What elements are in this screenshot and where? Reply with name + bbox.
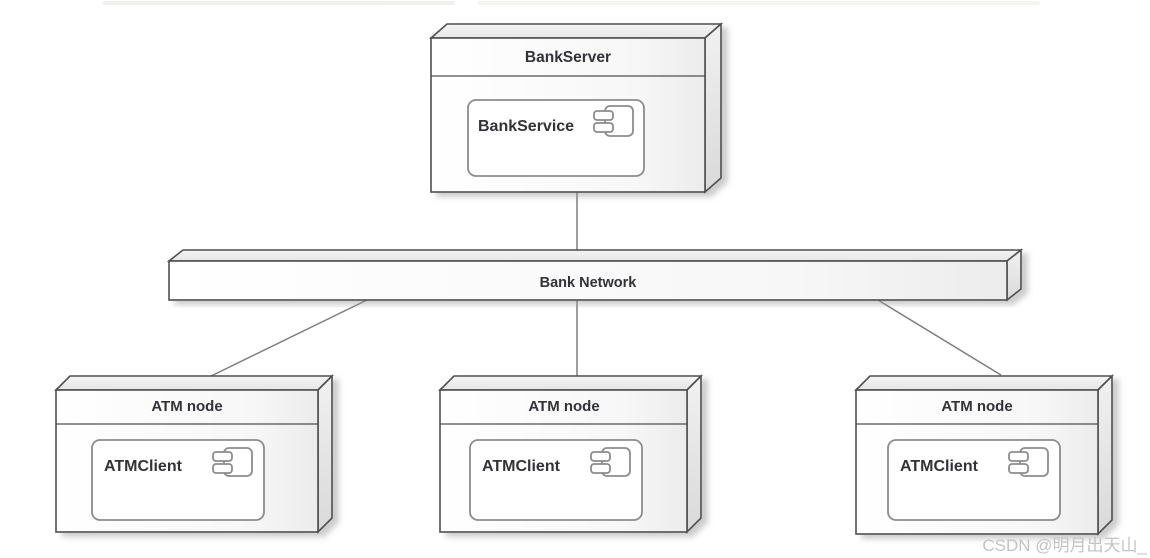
node-atm-left: ATM node ATMClient bbox=[54, 374, 334, 534]
bank-server-right-face bbox=[704, 22, 722, 194]
component-icon-tab bbox=[1008, 451, 1029, 462]
component-icon bbox=[590, 447, 631, 477]
component-icon-tab bbox=[1008, 463, 1029, 474]
bank-server-top-face bbox=[428, 23, 724, 39]
connections bbox=[206, 192, 1002, 379]
bank-network-top-face bbox=[166, 249, 1024, 262]
atm-middle-top-face bbox=[438, 375, 703, 391]
component-icon-tab bbox=[590, 451, 611, 462]
component-atm-client-left: ATMClient bbox=[91, 439, 265, 521]
bank-server-label: BankServer bbox=[525, 49, 611, 66]
atm-right-right-face bbox=[1097, 374, 1113, 536]
node-bank-network: Bank Network bbox=[166, 248, 1024, 302]
bank-network-front-face bbox=[168, 260, 1008, 301]
atm-middle-label: ATM node bbox=[528, 398, 599, 415]
atm-right-label: ATM node bbox=[941, 398, 1012, 415]
artifact-bar bbox=[103, 1, 455, 5]
component-icon-tab bbox=[212, 463, 233, 474]
component-atm-client-right: ATMClient bbox=[887, 439, 1061, 521]
component-icon bbox=[212, 447, 253, 477]
bank-service-label: BankService bbox=[478, 118, 574, 135]
artifact-bar bbox=[478, 1, 1040, 5]
component-icon-tab bbox=[593, 122, 614, 133]
atm-client-label: ATMClient bbox=[900, 458, 979, 475]
atm-left-label: ATM node bbox=[151, 398, 222, 415]
atm-client-label: ATMClient bbox=[482, 458, 561, 475]
component-icon-tab bbox=[593, 110, 614, 121]
node-atm-middle: ATM node ATMClient bbox=[438, 374, 703, 534]
component-bank-service: BankService bbox=[467, 99, 645, 177]
component-icon bbox=[1008, 447, 1049, 477]
atm-left-right-face bbox=[317, 374, 333, 534]
connection-network-to-atm-right bbox=[877, 299, 1002, 376]
component-atm-client-middle: ATMClient bbox=[469, 439, 643, 521]
component-icon-tab bbox=[590, 463, 611, 474]
cropped-text-artifact bbox=[103, 1, 1040, 5]
node-atm-right: ATM node ATMClient bbox=[854, 374, 1114, 536]
atm-middle-right-face bbox=[686, 374, 702, 534]
watermark: CSDN @明月出天山_ bbox=[982, 536, 1147, 555]
bank-network-label: Bank Network bbox=[540, 275, 638, 291]
atm-right-top-face bbox=[854, 375, 1114, 391]
atm-client-label: ATMClient bbox=[104, 458, 183, 475]
connection-network-to-atm-left bbox=[206, 299, 368, 379]
component-icon bbox=[593, 105, 634, 137]
atm-left-top-face bbox=[54, 375, 334, 391]
node-bank-server: BankServer BankService bbox=[428, 22, 724, 194]
component-icon-tab bbox=[212, 451, 233, 462]
